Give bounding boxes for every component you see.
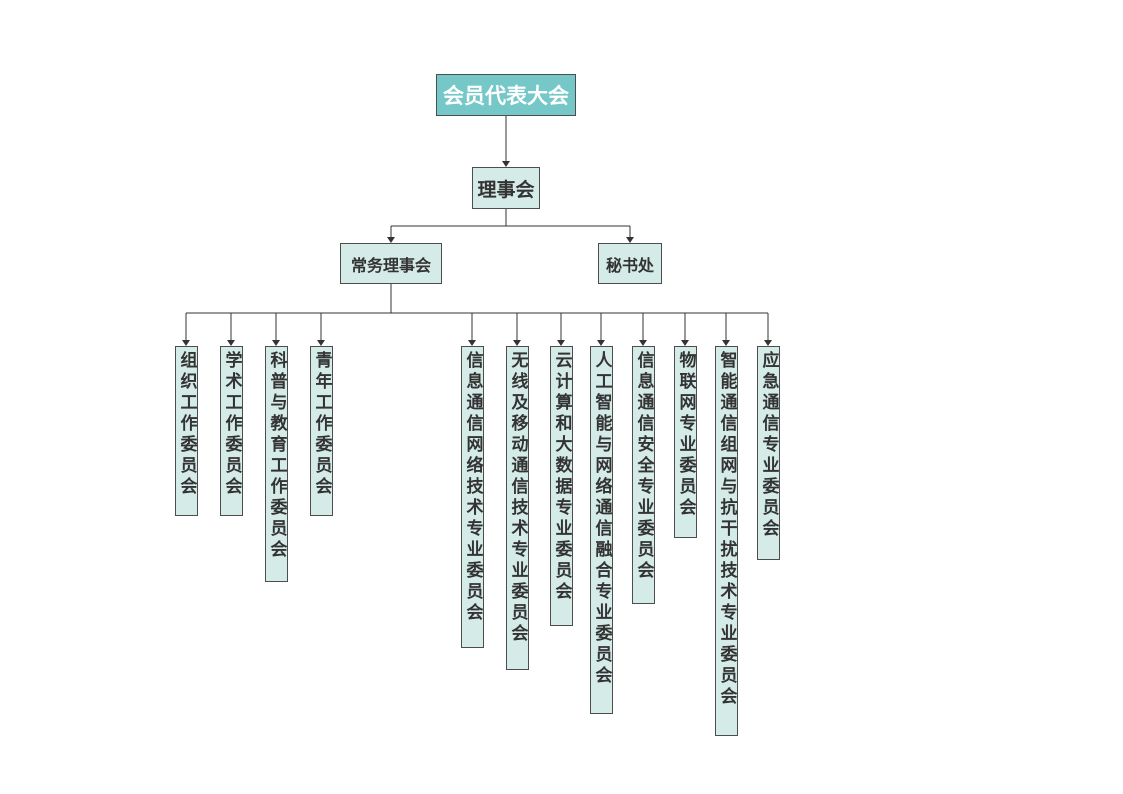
committee-wireless-mobile: 无线及移动通信技术专业委员会 bbox=[506, 346, 529, 670]
committee-label: 物联网专业委员会 bbox=[675, 351, 696, 519]
committee-ict-security: 信息通信安全专业委员会 bbox=[632, 346, 655, 604]
committee-youth: 青年工作委员会 bbox=[310, 346, 333, 516]
committee-academic: 学术工作委员会 bbox=[220, 346, 243, 516]
node-standing-council-label: 常务理事会 bbox=[350, 255, 431, 275]
committee-ict-network: 信息通信网络技术专业委员会 bbox=[461, 346, 484, 648]
node-secretariat: 秘书处 bbox=[598, 243, 662, 284]
committee-smart-networking: 智能通信组网与抗干扰技术专业委员会 bbox=[715, 346, 738, 736]
committee-label: 智能通信组网与抗干扰技术专业委员会 bbox=[716, 351, 737, 708]
committee-emergency: 应急通信专业委员会 bbox=[757, 346, 780, 560]
node-member-congress-label: 会员代表大会 bbox=[443, 84, 569, 108]
committee-label: 组织工作委员会 bbox=[176, 351, 197, 498]
committee-label: 云计算和大数据专业委员会 bbox=[551, 351, 572, 603]
committee-label: 信息通信安全专业委员会 bbox=[633, 351, 654, 582]
committee-label: 无线及移动通信技术专业委员会 bbox=[507, 351, 528, 645]
committee-label: 学术工作委员会 bbox=[221, 351, 242, 498]
committee-label: 人工智能与网络通信融合专业委员会 bbox=[591, 351, 612, 687]
node-secretariat-label: 秘书处 bbox=[605, 255, 654, 275]
committee-label: 科普与教育工作委员会 bbox=[266, 351, 287, 561]
node-member-congress: 会员代表大会 bbox=[436, 74, 576, 116]
committee-science-education: 科普与教育工作委员会 bbox=[265, 346, 288, 582]
committee-ai-network: 人工智能与网络通信融合专业委员会 bbox=[590, 346, 613, 714]
arrowheads bbox=[182, 161, 772, 346]
committee-iot: 物联网专业委员会 bbox=[674, 346, 697, 538]
node-council: 理事会 bbox=[472, 167, 540, 209]
node-council-label: 理事会 bbox=[477, 178, 535, 201]
committee-cloud-bigdata: 云计算和大数据专业委员会 bbox=[550, 346, 573, 626]
committee-organization: 组织工作委员会 bbox=[175, 346, 198, 516]
committee-label: 青年工作委员会 bbox=[311, 351, 332, 498]
committee-label: 应急通信专业委员会 bbox=[758, 351, 779, 540]
node-standing-council: 常务理事会 bbox=[340, 243, 442, 284]
committee-label: 信息通信网络技术专业委员会 bbox=[462, 351, 483, 624]
